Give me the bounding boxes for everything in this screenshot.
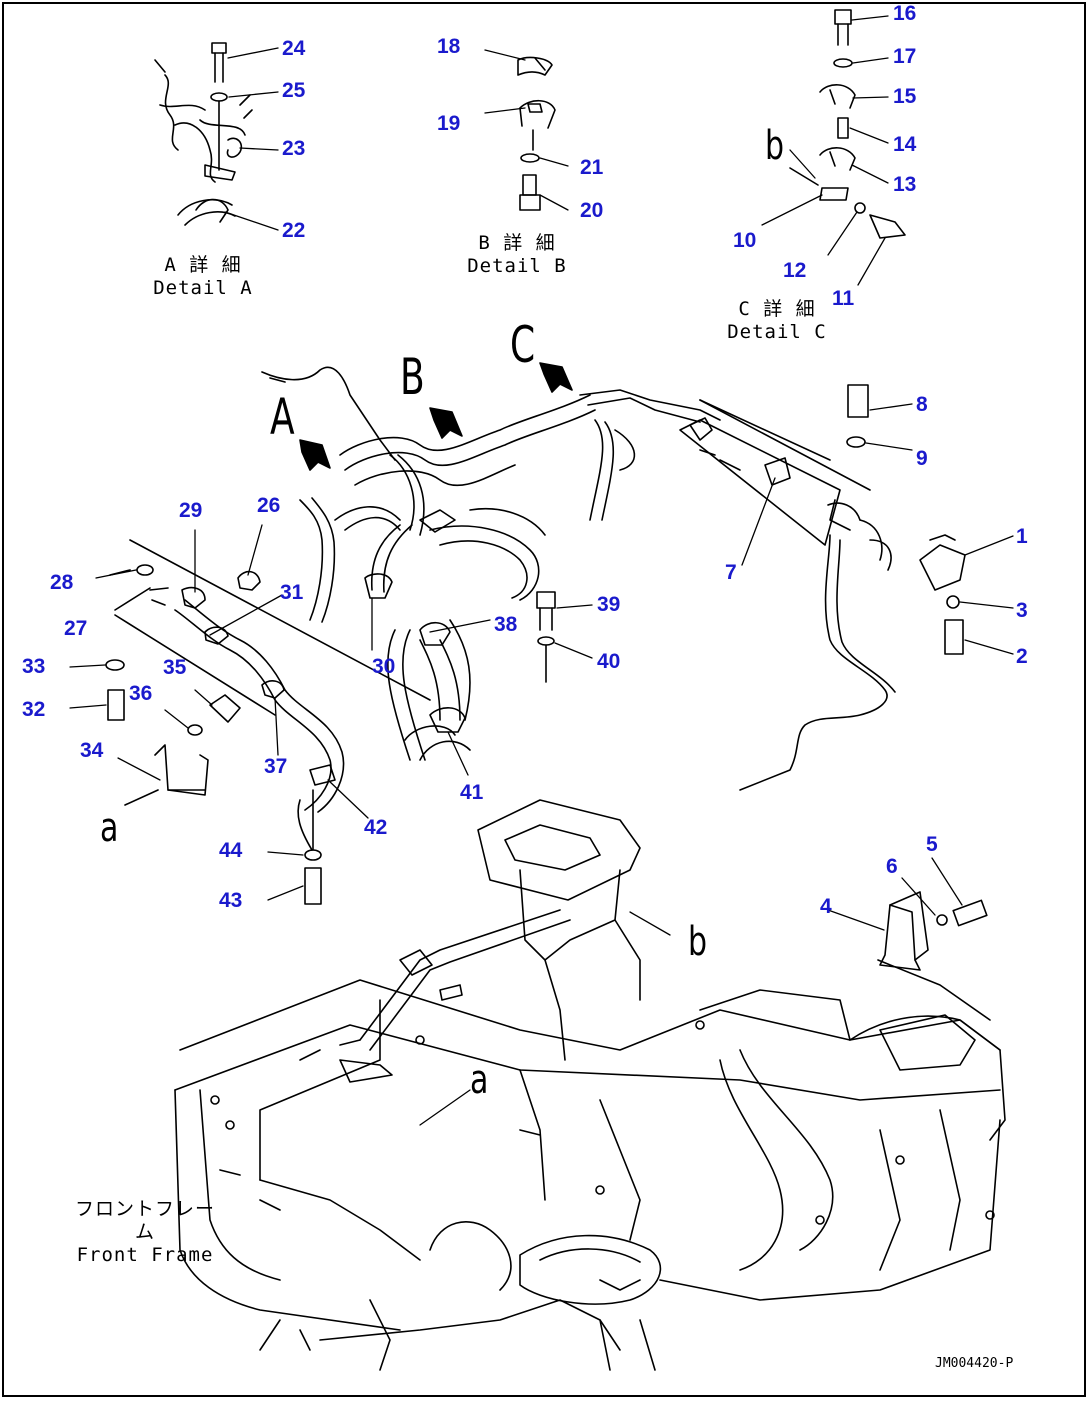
caption-detail-a-jp: A 詳 細	[164, 254, 242, 276]
callout-21: 21	[580, 156, 604, 179]
callout-27: 27	[64, 617, 88, 640]
callout-8: 8	[916, 393, 928, 416]
caption-front-frame-en: Front Frame	[76, 1243, 214, 1266]
right-bracket-drawing	[679, 384, 966, 791]
view-letter-a: A	[270, 388, 295, 446]
callout-43: 43	[219, 889, 243, 912]
detail-b-drawing	[517, 56, 556, 211]
caption-front-frame: フロントフレーム Front Frame	[70, 1198, 220, 1266]
callout-23: 23	[282, 137, 306, 160]
callout-3: 3	[1016, 599, 1028, 622]
callout-40: 40	[597, 650, 621, 673]
callout-34: 34	[80, 739, 104, 762]
callout-39: 39	[597, 593, 621, 616]
callout-41: 41	[460, 781, 484, 804]
view-arrows	[299, 362, 573, 471]
callout-7: 7	[725, 561, 737, 584]
detail-c-drawing	[789, 9, 906, 239]
callout-22: 22	[282, 219, 306, 242]
callout-4: 4	[820, 895, 832, 918]
detail-a-drawing	[154, 42, 253, 226]
callout-9: 9	[916, 447, 928, 470]
callout-42: 42	[364, 816, 388, 839]
drawing-code: JM004420-P	[935, 1356, 1014, 1371]
callout-29: 29	[179, 499, 203, 522]
callout-11: 11	[832, 287, 855, 310]
front-frame-drawing	[174, 799, 1006, 1371]
callout-19: 19	[437, 112, 461, 135]
view-letter-c: C	[510, 316, 536, 374]
caption-front-frame-jp: フロントフレーム	[74, 1198, 215, 1243]
callout-26: 26	[257, 494, 281, 517]
caption-detail-c-jp: C 詳 細	[738, 298, 816, 320]
view-letter-b: B	[400, 348, 425, 406]
callout-30: 30	[372, 655, 396, 678]
ref-letter-b: b	[688, 919, 708, 965]
caption-detail-c: C 詳 細 Detail C	[722, 298, 832, 344]
callout-1: 1	[1016, 525, 1028, 548]
ref-letter-b-detail: b	[765, 123, 785, 169]
loose-parts-drawing	[105, 591, 556, 905]
callout-16: 16	[893, 2, 917, 25]
callout-6: 6	[886, 855, 898, 878]
callout-24: 24	[282, 37, 306, 60]
callout-20: 20	[580, 199, 604, 222]
callout-35: 35	[163, 656, 187, 679]
callout-32: 32	[22, 698, 46, 721]
callout-25: 25	[282, 79, 306, 102]
callout-17: 17	[893, 45, 917, 68]
callout-44: 44	[219, 839, 243, 862]
leader-lines	[69, 15, 1014, 1126]
callout-38: 38	[494, 613, 518, 636]
callout-5: 5	[926, 833, 938, 856]
caption-detail-a-en: Detail A	[153, 276, 253, 299]
caption-detail-b: B 詳 細 Detail B	[462, 232, 572, 278]
callout-15: 15	[893, 85, 917, 108]
ref-letter-a-frame: a	[470, 1057, 489, 1103]
callout-13: 13	[893, 173, 917, 196]
callout-10: 10	[733, 229, 757, 252]
caption-detail-b-en: Detail B	[467, 254, 567, 277]
caption-detail-b-jp: B 詳 細	[478, 232, 556, 254]
callout-33: 33	[22, 655, 46, 678]
callout-36: 36	[129, 682, 153, 705]
caption-detail-c-en: Detail C	[727, 320, 827, 343]
ref-letter-a: a	[100, 805, 119, 851]
callout-12: 12	[783, 259, 807, 282]
callout-31: 31	[280, 581, 304, 604]
caption-detail-a: A 詳 細 Detail A	[148, 254, 258, 300]
callout-37: 37	[264, 755, 288, 778]
callout-14: 14	[893, 133, 917, 156]
callout-28: 28	[50, 571, 74, 594]
callout-18: 18	[437, 35, 461, 58]
callout-2: 2	[1016, 645, 1028, 668]
main-harness-drawing	[109, 366, 721, 851]
